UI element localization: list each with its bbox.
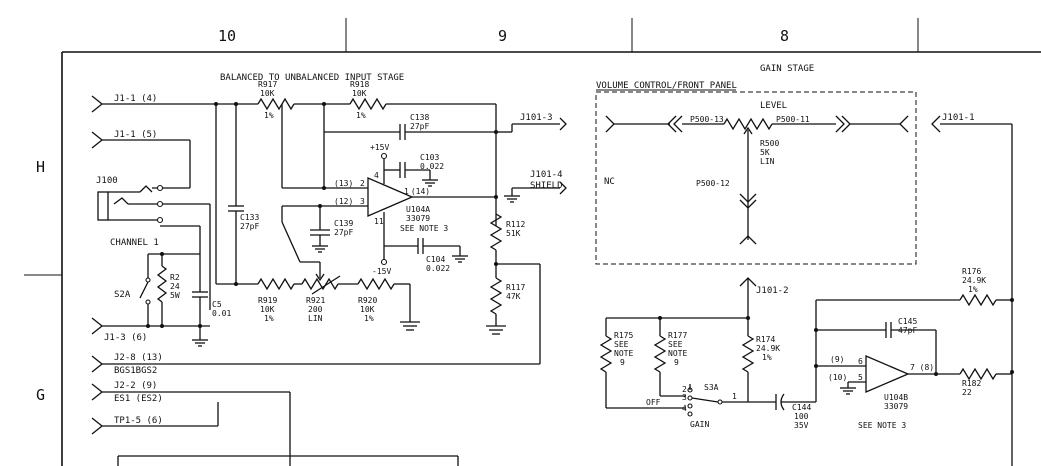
balanced-stage-wiring [91,97,567,466]
s3a-label: S3A [704,383,719,392]
s2a-label: S2A [114,290,131,300]
s3-pin-4-label: 4 [682,404,687,413]
p500-11-label: P500-11 [776,115,810,124]
p500-12-label: P500-12 [696,179,730,188]
balanced-stage-title: BALANCED TO UNBALANCED INPUT STAGE [220,73,404,83]
zone-9-label: 9 [498,27,507,45]
j101-3-label: J101-3 [520,113,553,123]
pin-6-label: 6 [858,357,863,366]
node-12-label: (12) [334,197,353,206]
nc-label: NC [604,177,615,187]
node-13-label: (13) [334,179,353,188]
node-9-label: (9) [830,355,844,364]
gain-stage-wiring [599,115,1014,466]
j101-1-label: J101-1 [942,113,975,123]
s3-pin-3-label: 3 [682,393,687,402]
minus-15v-label: -15V [372,267,391,276]
pin-4-label: 4 [374,171,379,180]
plus-15v-label: +15V [370,143,389,152]
node-14-label: 1(14) [404,187,430,196]
pin-3-label: 3 [360,197,365,206]
shield-label: SHIELD [530,181,563,191]
s3-pin-1-label: 1 [732,392,737,401]
es-label: ES1 (ES2) [114,394,163,404]
row-h-label: H [36,158,45,176]
volume-control-box [595,91,917,265]
pin-2-label: 2 [360,179,365,188]
volume-control-title: VOLUME CONTROL/FRONT PANEL [596,81,737,91]
zone-10-label: 10 [218,27,236,45]
gain-label: GAIN [690,420,709,429]
tp1-5-label: TP1-5 (6) [114,416,163,426]
s3-pin-2-label: 2 [682,385,687,394]
j1-3-6-label: J1-3 (6) [104,333,147,343]
pin-5-label: 5 [858,373,863,382]
input-wiring [91,95,258,347]
see-note-3-gain-label: SEE NOTE 3 [858,421,906,430]
gain-stage-title: GAIN STAGE [760,64,814,74]
level-title: LEVEL [760,101,787,111]
zone-8-label: 8 [780,27,789,45]
j2-8-label: J2-8 (13) [114,353,163,363]
off-label: OFF [646,398,661,407]
node-10-label: (10) [828,373,847,382]
j1-1-5-label: J1-1 (5) [114,130,157,140]
j101-4-label: J101-4 [530,170,563,180]
node-8-label: 7 (8) [910,363,934,372]
j2-2-label: J2-2 (9) [114,381,157,391]
drawing-frame [24,18,1041,466]
j100-label: J100 [96,176,118,186]
p500-13-label: P500-13 [690,115,724,124]
row-g-label: G [36,386,45,404]
j1-1-4-label: J1-1 (4) [114,94,157,104]
pin-11-label: 11 [374,217,384,226]
bgs-label: BGS1BGS2 [114,366,157,376]
j101-2-label: J101-2 [756,286,789,296]
channel-1-label: CHANNEL 1 [110,238,159,248]
